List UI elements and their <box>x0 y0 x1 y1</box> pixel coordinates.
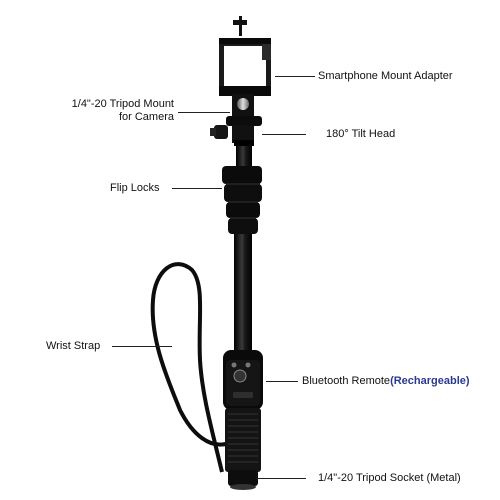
tilt-head <box>210 94 262 143</box>
label-rechargeable-note: (Rechargeable) <box>390 375 470 387</box>
label-bluetooth-remote-group: Bluetooth Remote(Rechargeable) <box>302 375 470 388</box>
wrist-strap-loop <box>150 262 237 473</box>
handle <box>223 350 263 490</box>
leader-line-tripod-mount <box>178 112 230 113</box>
stick-upper-section <box>236 140 252 170</box>
label-wrist-strap: Wrist Strap <box>46 340 101 352</box>
leader-line-tilt-head <box>262 134 306 135</box>
stick-main-pole <box>234 234 252 352</box>
label-bluetooth-remote: Bluetooth Remote <box>302 375 391 387</box>
label-tripod-mount-line2: for Camera <box>118 111 174 123</box>
label-flip-locks: Flip Locks <box>110 182 160 194</box>
leader-line-tripod-socket <box>256 478 306 479</box>
stick-collar <box>234 140 254 146</box>
leader-line-wrist-strap <box>112 346 172 347</box>
label-tripod-mount: 1/4"-20 Tripod Mount for Camera <box>42 98 174 124</box>
flip-locks <box>222 166 262 234</box>
label-tripod-mount-line1: 1/4"-20 Tripod Mount <box>71 98 174 110</box>
leader-line-mount-adapter <box>275 76 315 77</box>
smartphone-mount-adapter <box>219 16 271 96</box>
leader-line-flip-locks <box>172 188 222 189</box>
label-tripod-socket: 1/4"-20 Tripod Socket (Metal) <box>318 472 461 484</box>
leader-line-bluetooth-remote <box>266 381 298 382</box>
label-smartphone-mount-adapter: Smartphone Mount Adapter <box>318 70 453 82</box>
label-tilt-head: 180° Tilt Head <box>326 128 396 140</box>
